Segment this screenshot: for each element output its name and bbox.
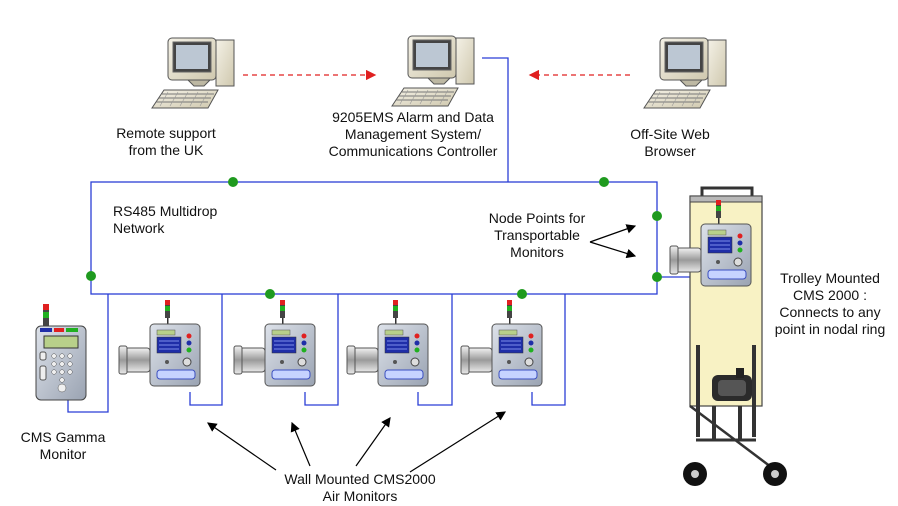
remote-computer-icon [151, 37, 235, 109]
ems-computer-icon [391, 35, 475, 107]
gamma-monitor-icon [35, 304, 87, 401]
wall-monitor-3-icon [346, 299, 429, 387]
wall-monitor-2-icon [233, 299, 316, 387]
trolley-line3: Connects to any [779, 304, 881, 320]
gamma-label: CMS Gamma Monitor [8, 429, 118, 463]
ems-line2: Management System/ [344, 126, 482, 142]
ems-line3: Communications Controller [328, 143, 498, 159]
node-points-line2: Transportable [494, 227, 580, 243]
ems-line1: 9205EMS Alarm and Data [332, 109, 494, 125]
wall-monitor-arrows [207, 411, 507, 473]
network-label: RS485 Multidrop Network [113, 203, 217, 237]
gamma-line1: CMS Gamma [20, 429, 106, 445]
remote-support-label: Remote support from the UK [96, 125, 236, 159]
offsite-computer-icon [643, 37, 727, 109]
offsite-line2: Browser [644, 143, 696, 159]
offsite-line1: Off-Site Web [630, 126, 710, 142]
wall-monitors-label: Wall Mounted CMS2000 Air Monitors [250, 471, 470, 505]
network-line1: RS485 Multidrop [113, 203, 218, 219]
node-points-label: Node Points for Transportable Monitors [472, 210, 602, 261]
trolley-line4: point in nodal ring [774, 321, 886, 337]
node-arrow-lower [589, 241, 637, 259]
network-line2: Network [113, 220, 165, 236]
gamma-line2: Monitor [39, 446, 87, 462]
remote-support-line2: from the UK [128, 142, 204, 158]
ems-label: 9205EMS Alarm and Data Management System… [298, 109, 528, 160]
trolley-label: Trolley Mounted CMS 2000 : Connects to a… [765, 270, 895, 338]
node-points [86, 177, 662, 299]
trolley-line1: Trolley Mounted [780, 270, 880, 286]
node-arrow-upper [589, 224, 637, 243]
wall-monitor-4-icon [460, 299, 543, 387]
node-points-line3: Monitors [510, 244, 564, 260]
wall-monitor-1-icon [118, 299, 201, 387]
wall-line1: Wall Mounted CMS2000 [284, 471, 436, 487]
offsite-label: Off-Site Web Browser [610, 126, 730, 160]
trolley-line2: CMS 2000 : [793, 287, 867, 303]
node-points-line1: Node Points for [488, 210, 586, 226]
rs485-network-ring [67, 57, 710, 413]
wall-line2: Air Monitors [322, 488, 398, 504]
remote-support-line1: Remote support [116, 125, 216, 141]
